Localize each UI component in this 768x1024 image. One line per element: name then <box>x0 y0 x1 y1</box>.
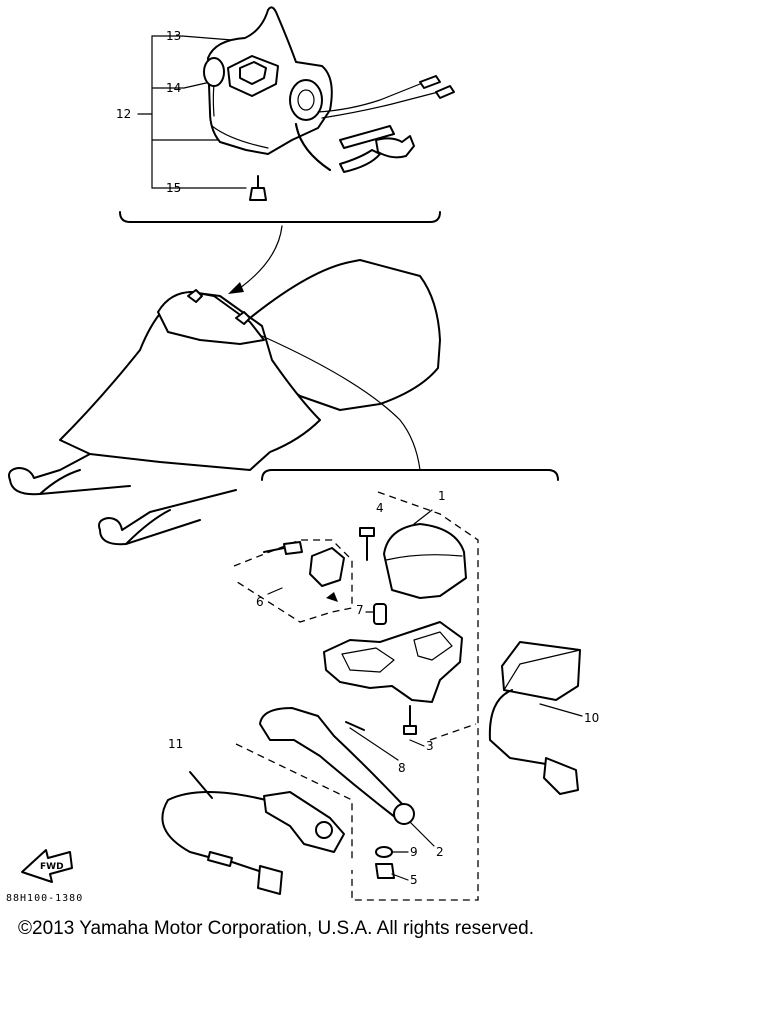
fwd-label: FWD <box>40 862 64 872</box>
nut-5 <box>375 863 395 879</box>
bolt-8 <box>345 721 365 731</box>
reference-code: 88H100-1380 <box>6 893 84 904</box>
callout-15: 15 <box>166 181 181 195</box>
callout-11: 11 <box>168 737 183 751</box>
switch-assembly-inset: 13 14 12 15 <box>116 6 455 223</box>
fwd-arrow-icon: FWD <box>21 849 73 883</box>
wire-plug <box>375 135 415 159</box>
windshield <box>157 291 265 345</box>
callout-3: 3 <box>426 739 434 753</box>
snowmobile <box>8 259 441 546</box>
bolt-4 <box>359 527 375 537</box>
callout-13: 13 <box>166 29 181 43</box>
switch-end-cap <box>203 57 225 87</box>
callout-14: 14 <box>166 81 181 95</box>
callout-1: 1 <box>438 489 446 503</box>
bolt-3 <box>403 725 417 735</box>
group-6-outline <box>233 539 353 623</box>
brake-switch-6 <box>309 547 345 587</box>
ski-left <box>8 453 91 481</box>
inset-bracket-bottom <box>261 469 559 481</box>
copyright-notice: ©2013 Yamaha Motor Corporation, U.S.A. A… <box>18 918 534 939</box>
callout-5: 5 <box>410 873 418 887</box>
master-cylinder-cap <box>383 523 467 599</box>
brake-lever-2 <box>259 707 413 825</box>
relay-10 <box>501 641 581 701</box>
brake-lever-inset: 1 2 3 4 5 6 7 8 9 10 11 <box>161 469 599 901</box>
collar-9 <box>375 846 393 858</box>
seat <box>249 259 441 411</box>
callout-12: 12 <box>116 107 131 121</box>
callout-8: 8 <box>398 761 406 775</box>
control-cable <box>261 335 421 471</box>
relay-connector <box>543 757 579 795</box>
callout-4: 4 <box>376 501 384 515</box>
switch-11 <box>263 791 345 853</box>
callout-2: 2 <box>436 845 444 859</box>
callout-6: 6 <box>256 595 264 609</box>
leader-to-vehicle <box>239 225 283 289</box>
inset-bracket-top <box>119 211 441 223</box>
group-1-outline <box>351 491 479 901</box>
callout-10: 10 <box>584 711 599 725</box>
master-cylinder <box>323 621 463 703</box>
callout-7: 7 <box>356 603 364 617</box>
ski-right <box>98 489 237 531</box>
pin-7 <box>373 603 387 625</box>
cable-connector <box>257 865 283 895</box>
callout-9: 9 <box>410 845 418 859</box>
screw-15 <box>249 187 267 201</box>
